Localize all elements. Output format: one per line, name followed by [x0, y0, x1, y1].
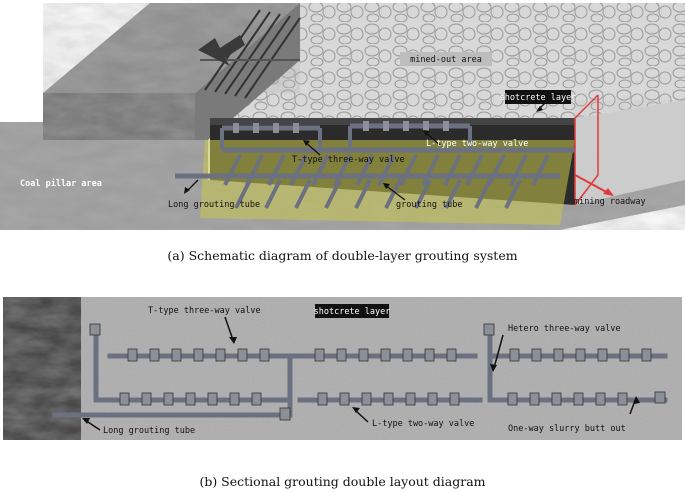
bottom-caption: (b) Sectional grouting double layout dia…: [199, 474, 486, 489]
top-shotcrete-tag-bg: [505, 90, 571, 104]
top-branch-tubes: [223, 154, 550, 209]
top-grouting-tube-label: grouting tube: [396, 200, 463, 210]
roadway-supports: [200, 9, 301, 99]
bottom-shotcrete-layer-label: shotcrete layer: [314, 307, 391, 317]
bottom-valve-row-upper: [127, 348, 652, 362]
coal-pillar-block-side: [195, 3, 300, 140]
grouting-zone: [200, 140, 575, 225]
mined-out-area-label: mined-out area: [410, 55, 482, 65]
top-shotcrete-layer-label: shotcrete layer: [500, 93, 577, 103]
top-caption: (a) Schematic diagram of double-layer gr…: [167, 248, 518, 263]
top-arrowheads-icon: [184, 106, 543, 194]
top-pipe-network: [175, 123, 575, 179]
mined-out-area-label-bg: [400, 52, 492, 66]
bottom-shotcrete-tag-bg: [315, 304, 389, 318]
direction-arrow-icon: [198, 35, 245, 66]
mining-roadway-arrowhead-icon: [603, 188, 614, 196]
top-t-type-valve-label: T-type three-way valve: [292, 155, 405, 165]
top-long-grouting-tube-label: Long grouting tube: [168, 200, 260, 210]
coal-pillar-area-label: Coal pillar area: [20, 178, 102, 189]
one-way-slurry-butt-out-label: One-way slurry butt out: [508, 424, 626, 434]
top-valve-stubs: [233, 121, 449, 133]
mining-roadway-label: mining roadway: [574, 197, 646, 207]
top-panel: [0, 3, 685, 230]
bottom-long-grouting-tube-label: Long grouting tube: [103, 426, 195, 436]
bottom-panel: [3, 297, 682, 440]
bottom-joint-valves: [89, 323, 666, 421]
bottom-valve-row-lower: [119, 392, 628, 406]
hetero-three-way-valve-label: Hetero three-way valve: [508, 324, 621, 334]
top-l-type-valve-label: L-type two-way valve: [426, 139, 528, 149]
bottom-l-type-valve-label: L-type two-way valve: [372, 419, 474, 429]
top-verticals: [220, 126, 472, 150]
shotcrete-wall: [210, 118, 575, 125]
mining-roadway-outline: [574, 94, 599, 206]
bottom-arrowheads-icon: [82, 337, 640, 424]
bottom-t-type-valve-label: T-type three-way valve: [148, 306, 261, 316]
